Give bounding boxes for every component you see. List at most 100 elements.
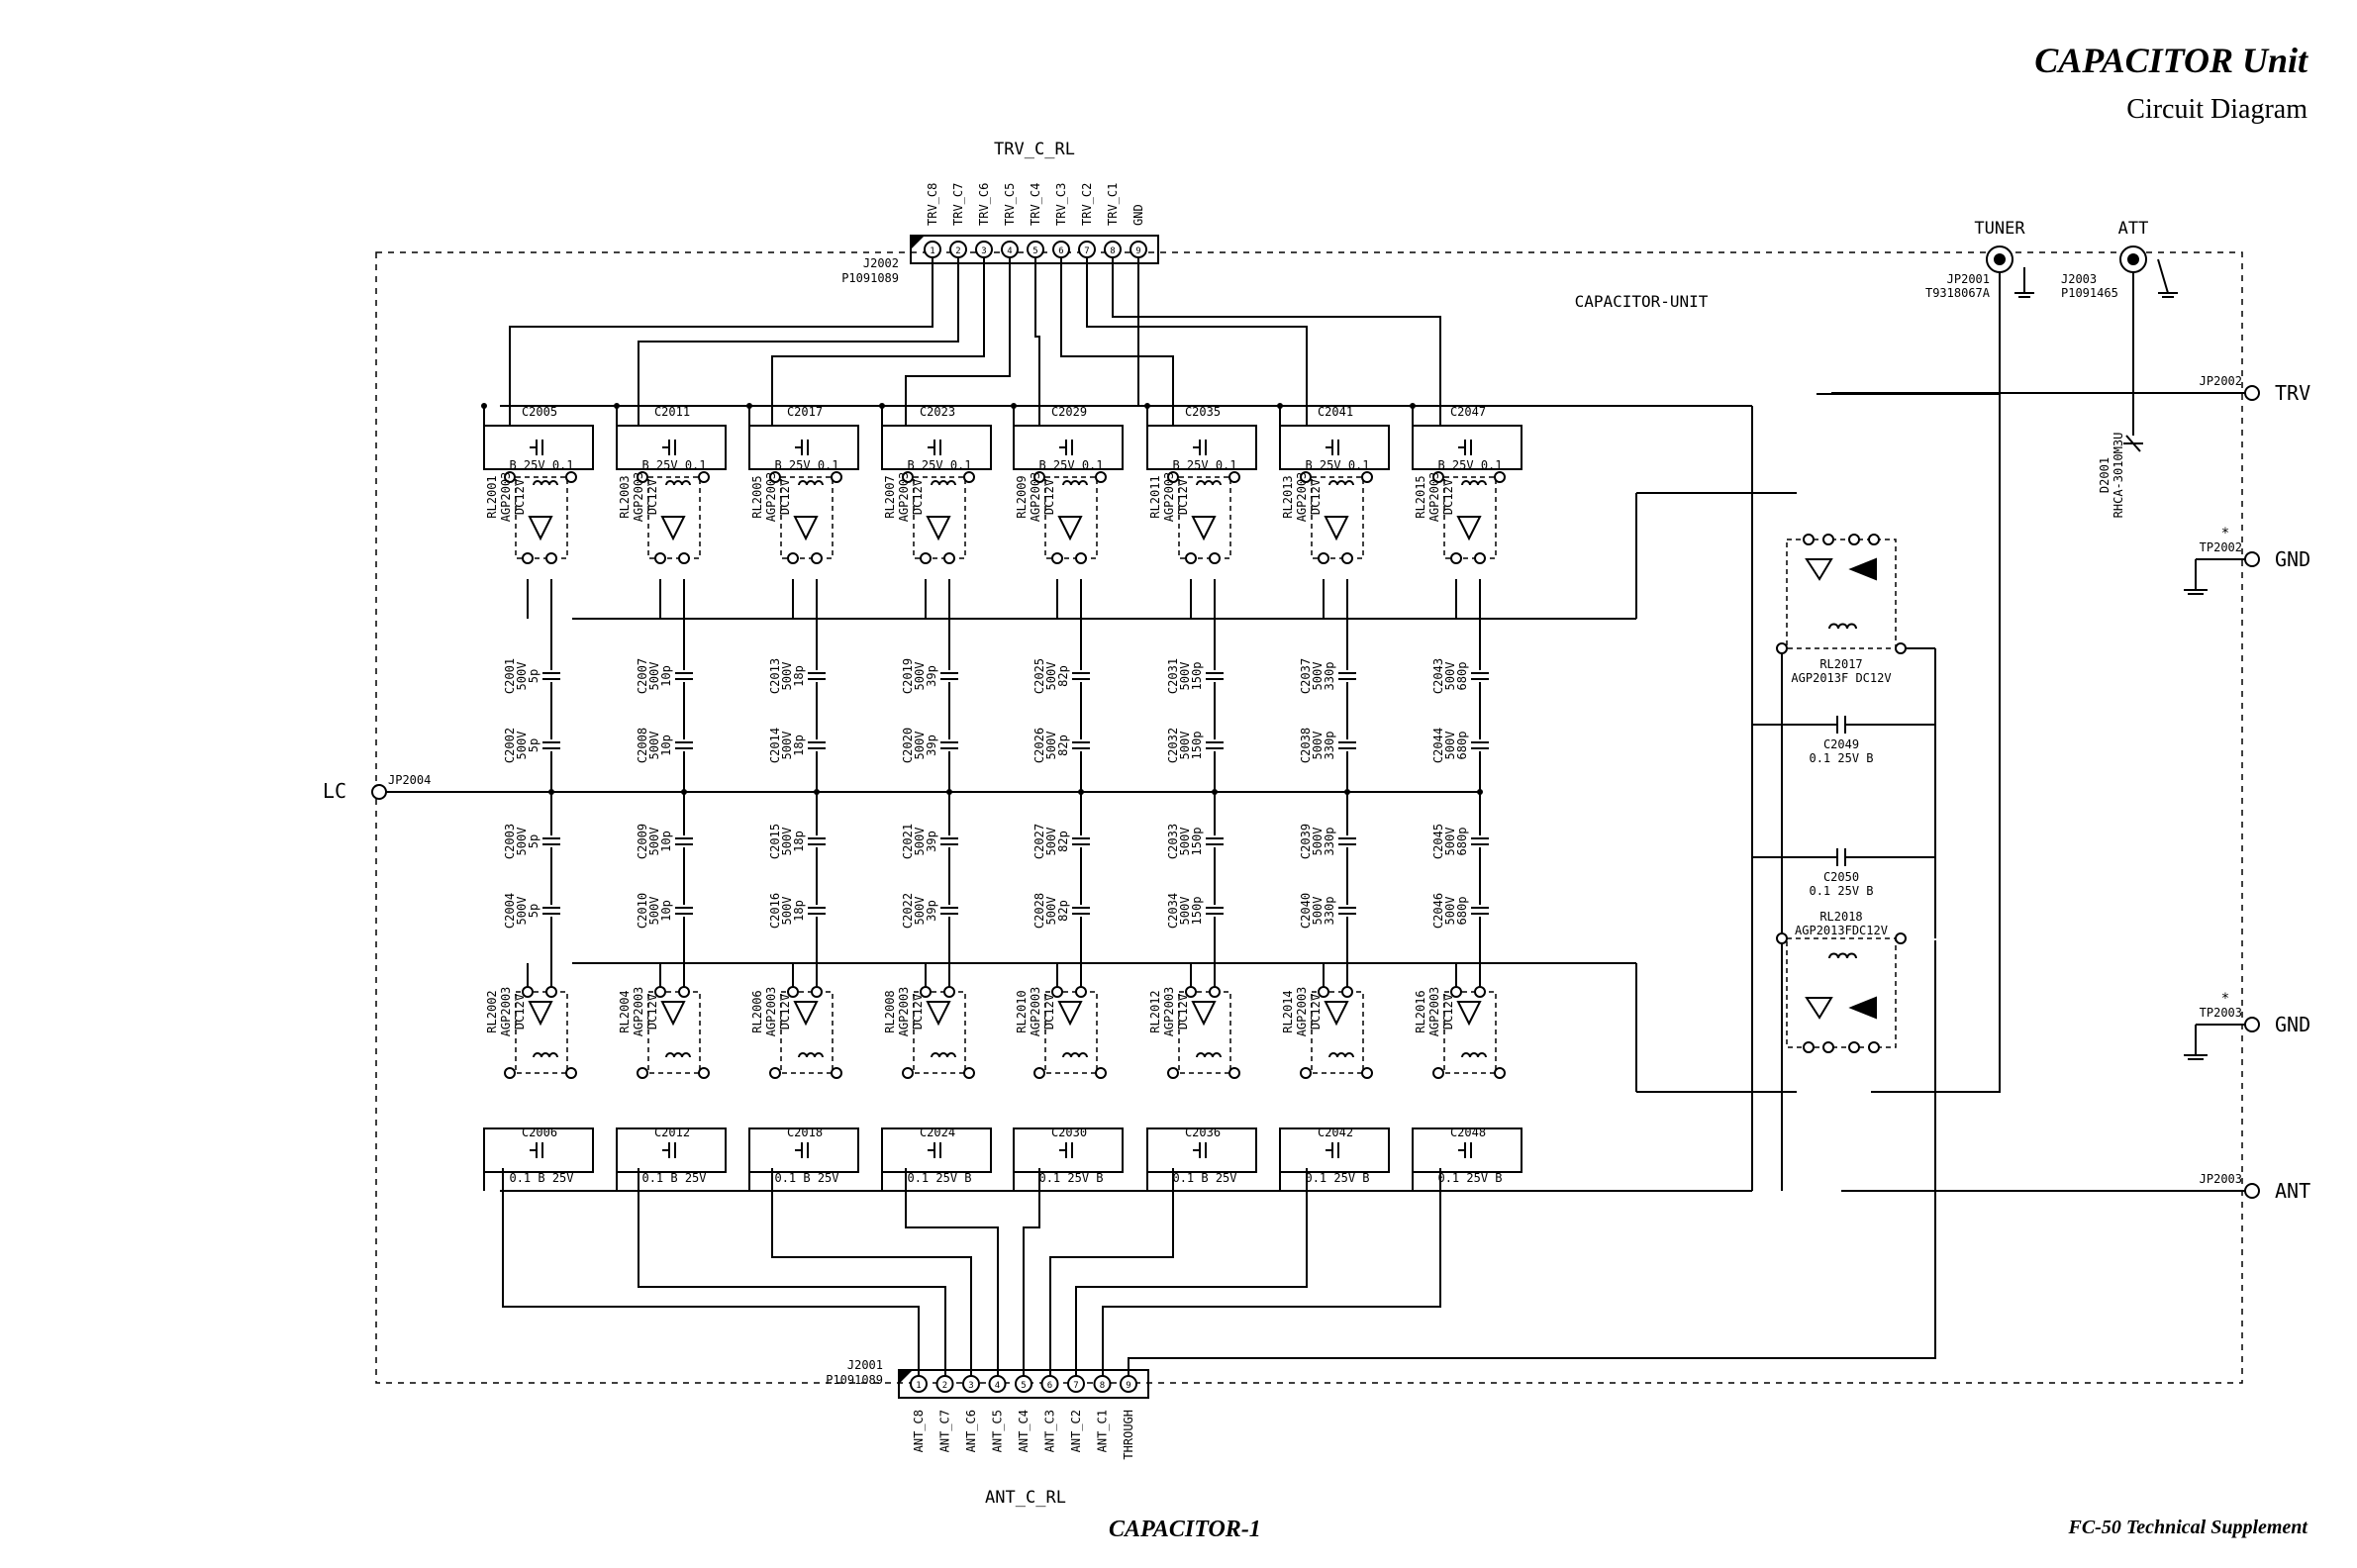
- relay-coil: [814, 480, 824, 486]
- junction-dot: [548, 789, 554, 795]
- series-cap-value: 10p: [659, 831, 673, 852]
- relay-coil: [681, 480, 691, 486]
- series-cap-ref: C2010: [636, 893, 649, 929]
- series-cap-value: 680p: [1455, 828, 1469, 856]
- series-cap-voltage: 500V: [647, 897, 661, 926]
- relay-contact: [793, 516, 819, 541]
- big-relay-contact: [1805, 997, 1833, 1020]
- relay-coil-loop: [1013, 1127, 1124, 1173]
- big-relay-ref: RL2017: [1819, 657, 1862, 671]
- cap-gap: [541, 670, 561, 682]
- cap-gap: [1205, 835, 1225, 847]
- cap-gap: [807, 905, 827, 917]
- cap-gap: [1470, 835, 1490, 847]
- bypass-cap-ref: C2029: [1051, 405, 1087, 419]
- relay-terminal: [1075, 552, 1087, 564]
- series-cap-ref: C2021: [901, 824, 915, 859]
- bypass-cap-ref: C2024: [920, 1126, 955, 1139]
- series-cap-ref: C2046: [1431, 893, 1445, 929]
- big-relay-part: AGP2013F DC12V: [1791, 671, 1891, 685]
- relay-ref: RL2009: [1015, 475, 1029, 518]
- relay-coil-loop: [1412, 1127, 1522, 1173]
- relay-coil: [1078, 1052, 1088, 1058]
- relay-coil: [1461, 1052, 1471, 1058]
- top-connector-pin-label: TRV_C3: [1054, 183, 1068, 226]
- relay-terminal: [963, 471, 975, 483]
- relay-coil-loop: [616, 425, 727, 470]
- series-cap-ref: C2002: [503, 728, 517, 763]
- pin-number: 3: [981, 246, 986, 256]
- series-cap-value: 5p: [527, 738, 540, 752]
- big-relay-terminal: [1868, 1041, 1880, 1053]
- series-cap-voltage: 500V: [913, 732, 927, 760]
- series-cap-value: 680p: [1455, 732, 1469, 760]
- port-terminal: [2244, 1017, 2260, 1032]
- relay-contact: [793, 1001, 819, 1027]
- relay-terminal: [787, 552, 799, 564]
- port-label: GND: [2275, 547, 2310, 571]
- series-cap-value: 5p: [527, 904, 540, 918]
- relay-part: AGP2003: [632, 987, 645, 1037]
- series-cap-ref: C2031: [1166, 658, 1180, 694]
- relay-coil: [1212, 480, 1222, 486]
- relay-terminal: [963, 1067, 975, 1079]
- relay-coil: [1070, 1052, 1080, 1058]
- relay-terminal: [1450, 986, 1462, 998]
- big-relay-coil: [1846, 623, 1857, 630]
- tuner-ref: JP2001: [1947, 272, 1990, 286]
- relay-coil-rating: DC12V: [1176, 479, 1190, 515]
- series-cap-value: 18p: [792, 735, 806, 756]
- relay-coil-rating: DC12V: [778, 479, 792, 515]
- top-connector-pin-label: GND: [1131, 204, 1145, 226]
- control-line: [771, 1168, 972, 1376]
- top-connector-pin-label: TRV_C5: [1003, 183, 1017, 226]
- series-cap-ref: C2001: [503, 658, 517, 694]
- relay-coil: [931, 1052, 940, 1058]
- relay-part: AGP2003: [1029, 472, 1042, 523]
- series-cap-voltage: 500V: [1311, 732, 1325, 760]
- pin-number: 8: [1100, 1381, 1105, 1391]
- tuner-line: [1871, 272, 2001, 1093]
- cap-gap: [939, 739, 959, 751]
- relay-terminal: [654, 552, 666, 564]
- series-cap-ref: C2015: [768, 824, 782, 859]
- series-cap-ref: C2020: [901, 728, 915, 763]
- relay-coil-loop: [881, 1127, 992, 1173]
- series-cap-voltage: 500V: [780, 828, 794, 856]
- series-cap-voltage: 500V: [1311, 897, 1325, 926]
- relay-body: [1311, 476, 1364, 559]
- cap-gap: [541, 905, 561, 917]
- bypass-cap-ref: C2035: [1185, 405, 1221, 419]
- cap-gap: [674, 835, 694, 847]
- series-cap-value: 39p: [925, 665, 938, 687]
- relay-terminal: [1051, 552, 1063, 564]
- junction-dot: [1078, 789, 1084, 795]
- relay-terminal: [678, 986, 690, 998]
- top-connector-pin: [1129, 241, 1147, 258]
- series-cap-ref: C2003: [503, 824, 517, 859]
- series-cap-value: 5p: [527, 669, 540, 683]
- big-relay-coil: [1846, 952, 1857, 959]
- relay-coil-loop: [1146, 425, 1257, 470]
- relay-part: AGP2003: [897, 987, 911, 1037]
- relay-part: AGP2003: [897, 472, 911, 523]
- relay-terminal: [943, 552, 955, 564]
- junction-dot: [946, 789, 952, 795]
- series-cap-ref: C2027: [1032, 824, 1046, 859]
- junction-dot: [1144, 403, 1150, 409]
- relay-part: AGP2003: [1029, 987, 1042, 1037]
- relay-body: [780, 476, 834, 559]
- board-outline: [375, 251, 2243, 1384]
- port-mark: *: [2221, 526, 2229, 541]
- tuner-jack-pin: [1994, 253, 2006, 265]
- junction-dot: [1410, 403, 1416, 409]
- series-cap-ref: C2045: [1431, 824, 1445, 859]
- bypass-cap-value: 0.1 25V B: [907, 1171, 971, 1185]
- bypass-cap-ref: C2042: [1318, 1126, 1353, 1139]
- series-cap-ref: C2033: [1166, 824, 1180, 859]
- relay-coil: [1204, 480, 1214, 486]
- relay-coil: [681, 1052, 691, 1058]
- relay-coil: [1344, 1052, 1354, 1058]
- relay-ref: RL2010: [1015, 990, 1029, 1032]
- relay-terminal: [1075, 986, 1087, 998]
